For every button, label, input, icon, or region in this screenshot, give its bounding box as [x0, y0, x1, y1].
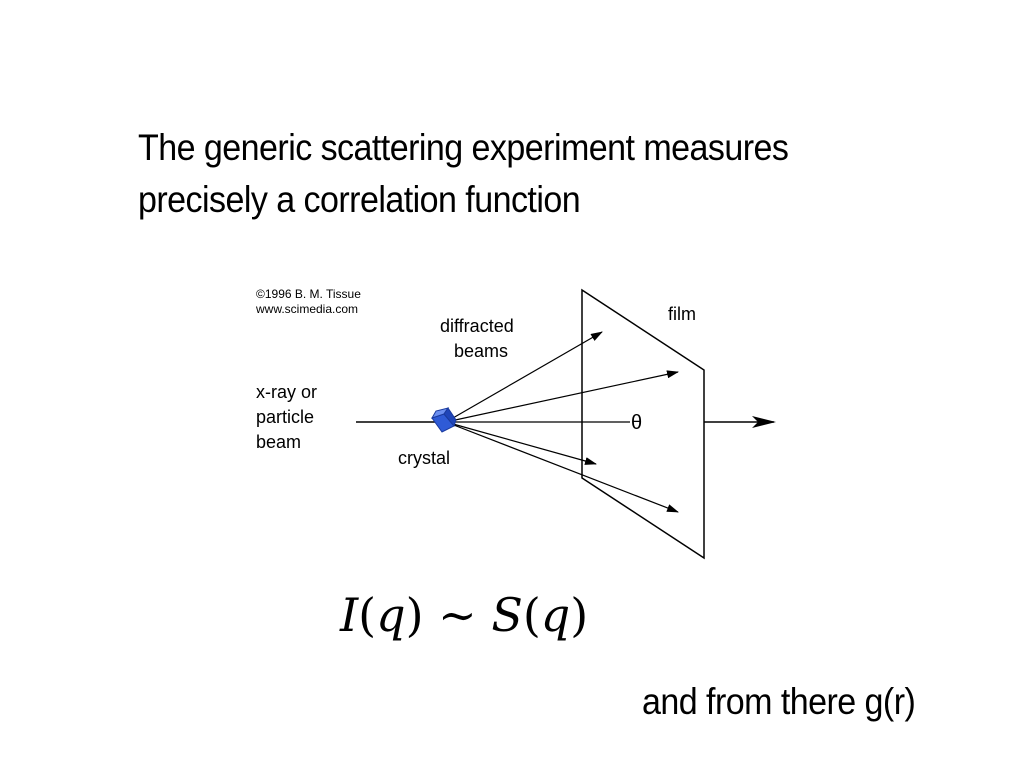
beam-label-line-3: beam: [256, 432, 301, 452]
crystal-icon: [430, 407, 457, 433]
film-plane: [581, 288, 705, 560]
structure-factor-equation: I(q) ∼ S(q): [340, 580, 700, 650]
beam-label-line-1: x-ray or: [256, 382, 317, 402]
close-paren-1: ): [405, 588, 424, 642]
scattering-diagram: ©1996 B. M. Tissue www.scimedia.com x-ra…: [255, 287, 776, 560]
open-paren-2: (: [522, 588, 541, 642]
copyright-line-2: www.scimedia.com: [255, 302, 358, 316]
lhs-argument: q: [376, 588, 406, 642]
title-line-1: The generic scattering experiment measur…: [138, 127, 789, 168]
diffracted-label-line-1: diffracted: [440, 316, 514, 336]
diffracted-beam-4: [445, 421, 679, 513]
beam-label-line-2: particle: [256, 407, 314, 427]
structure-factor-symbol: S: [491, 588, 523, 642]
footer-text: and from there g(r): [642, 681, 916, 722]
relation-symbol: ∼: [438, 588, 477, 642]
open-paren-1: (: [358, 588, 377, 642]
diffracted-label-line-2: beams: [454, 341, 508, 361]
copyright-line-1: ©1996 B. M. Tissue: [256, 287, 361, 301]
slide-title: The generic scattering experiment measur…: [138, 122, 874, 226]
title-line-2: precisely a correlation function: [138, 179, 581, 220]
film-label: film: [668, 304, 696, 324]
diffracted-beam-2: [445, 370, 679, 423]
rhs-argument: q: [540, 588, 571, 642]
crystal-label: crystal: [398, 448, 450, 468]
diffracted-beam-1: [445, 331, 603, 423]
diffracted-beam-3: [445, 421, 597, 465]
theta-label: θ: [631, 412, 642, 434]
close-paren-2: ): [570, 588, 589, 642]
intensity-symbol: I: [340, 588, 359, 642]
